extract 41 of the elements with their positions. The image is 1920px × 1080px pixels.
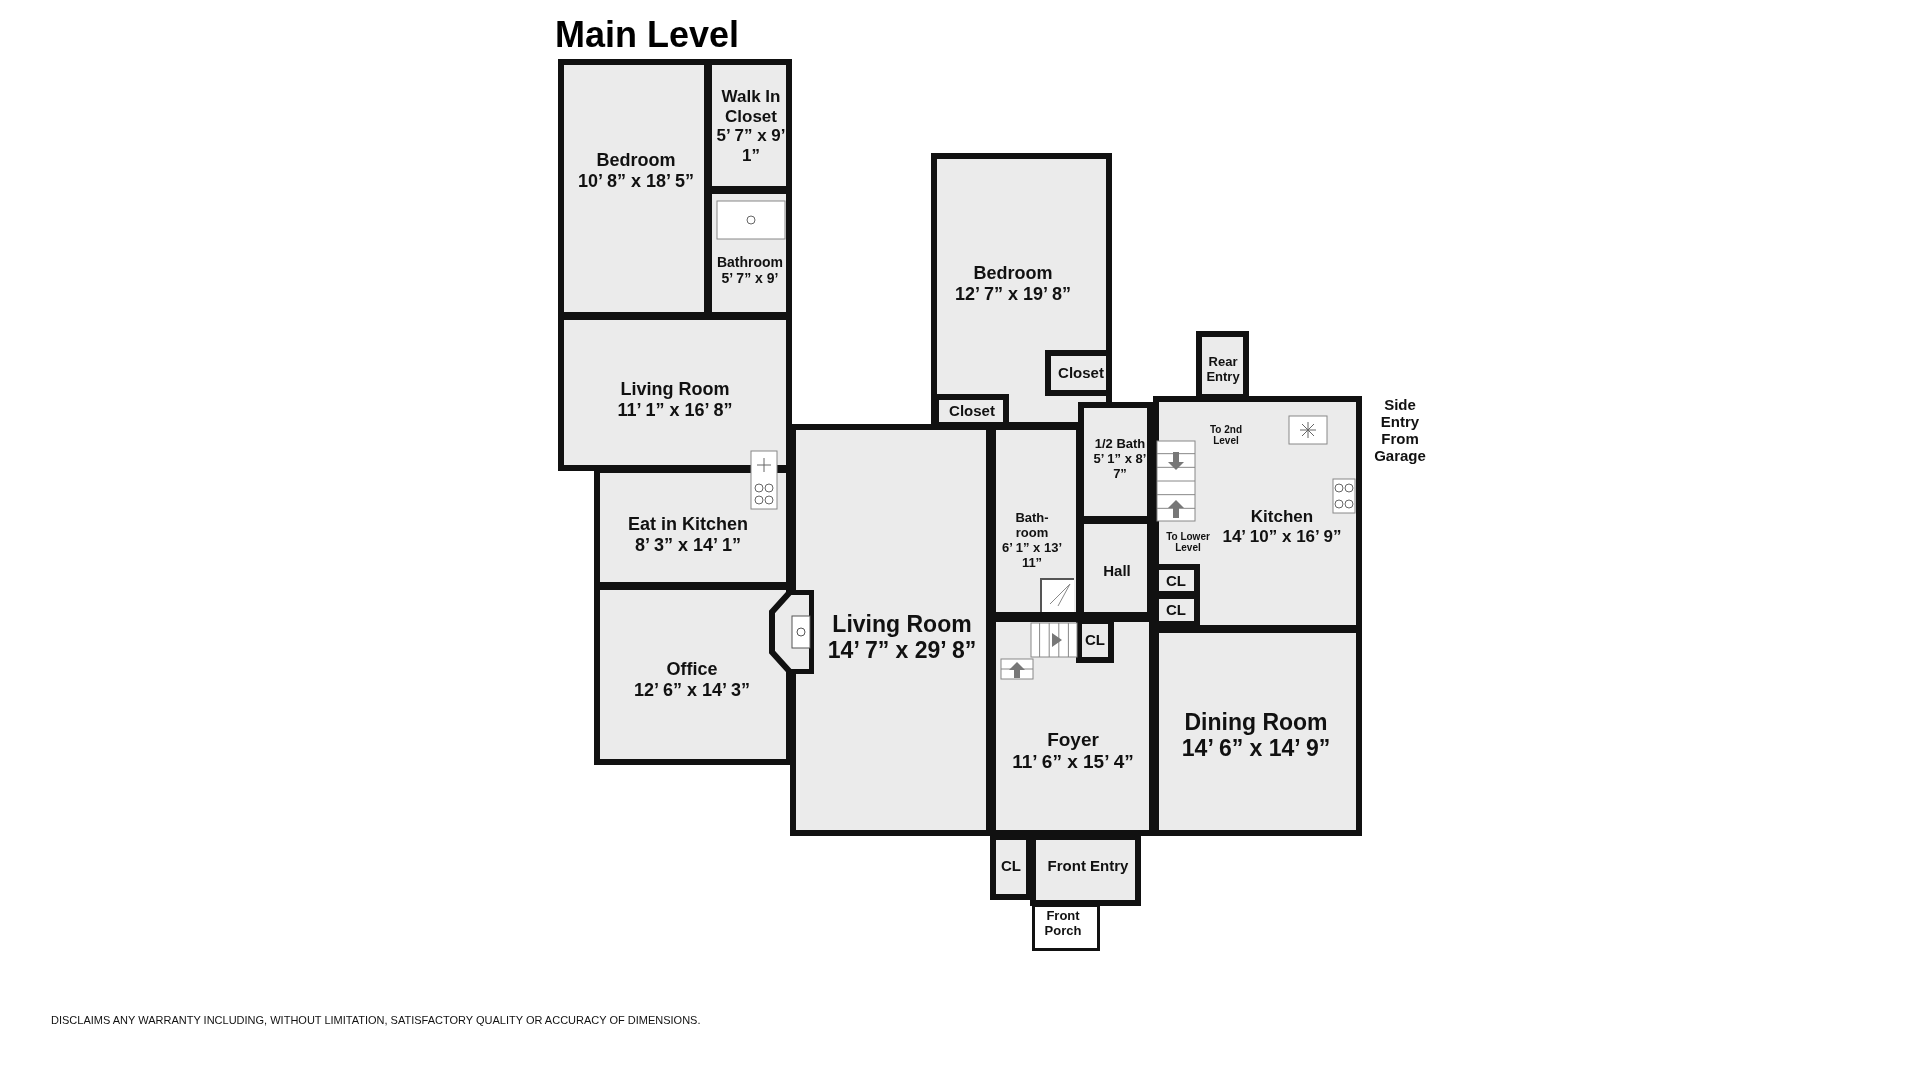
room-dimensions: 11’ 1” x 16’ 8” — [616, 400, 734, 421]
room-name: Bathroom — [715, 253, 785, 270]
room-name: Closet — [948, 402, 996, 420]
room-name: Bath- room — [1014, 511, 1050, 541]
room-name: Foyer — [1046, 729, 1100, 751]
room-name: Living Room — [619, 379, 731, 400]
entry-note: Side Entry From Garage — [1373, 396, 1427, 464]
room-dimensions: 8’ 3” x 14’ 1” — [633, 535, 743, 556]
room-dimensions: 10’ 8” x 18’ 5” — [576, 171, 696, 192]
room-dimensions: 12’ 6” x 14’ 3” — [632, 680, 752, 701]
room-dimensions: 5’ 1” x 8’ 7” — [1092, 451, 1148, 482]
room-name: Front Porch — [1043, 909, 1083, 939]
room-name: Eat in Kitchen — [627, 514, 749, 535]
room-name: Dining Room — [1183, 708, 1329, 735]
stair-note: To Lower Level — [1165, 531, 1211, 553]
room-name: CL — [1084, 631, 1106, 649]
room-dimensions: 14’ 7” x 29’ 8” — [826, 637, 978, 664]
room-name: Kitchen — [1249, 507, 1315, 527]
room-name: Bedroom — [972, 263, 1054, 284]
room-name: Front Entry — [1046, 857, 1130, 875]
room-name: CL — [1165, 601, 1187, 619]
room-dimensions: 14’ 6” x 14’ 9” — [1180, 735, 1332, 762]
room-name: Living Room — [831, 610, 973, 637]
room-dimensions: 6’ 1” x 13’ 11” — [1001, 541, 1063, 571]
room-name: 1/2 Bath — [1093, 436, 1147, 452]
room-name: Hall — [1102, 562, 1132, 580]
room-dimensions: 11’ 6” x 15’ 4” — [1011, 751, 1135, 773]
plan-title: Main Level — [555, 14, 740, 56]
room-name: CL — [1000, 857, 1022, 875]
room-name: Walk In Closet — [720, 86, 782, 126]
disclaimer-text: DISCLAIMS ANY WARRANTY INCLUDING, WITHOUT LIMITATION, SATISFACTORY QUALITY OR ACCURACY OF DIMENSIONS. — [51, 1014, 701, 1026]
room-name: Bedroom — [595, 150, 677, 171]
room-name: Rear Entry — [1205, 355, 1241, 385]
room-dimensions: 5’ 7” x 9’ 1” — [715, 126, 787, 166]
room-dimensions: 12’ 7” x 19’ 8” — [953, 284, 1073, 305]
stair-note: To 2nd Level — [1209, 424, 1243, 446]
room-name: Office — [665, 659, 719, 680]
room-name: CL — [1165, 572, 1187, 590]
room-name: Closet — [1057, 364, 1105, 382]
room-dimensions: 5’ 7” x 9’ — [720, 270, 780, 287]
room-outline — [1032, 904, 1100, 951]
